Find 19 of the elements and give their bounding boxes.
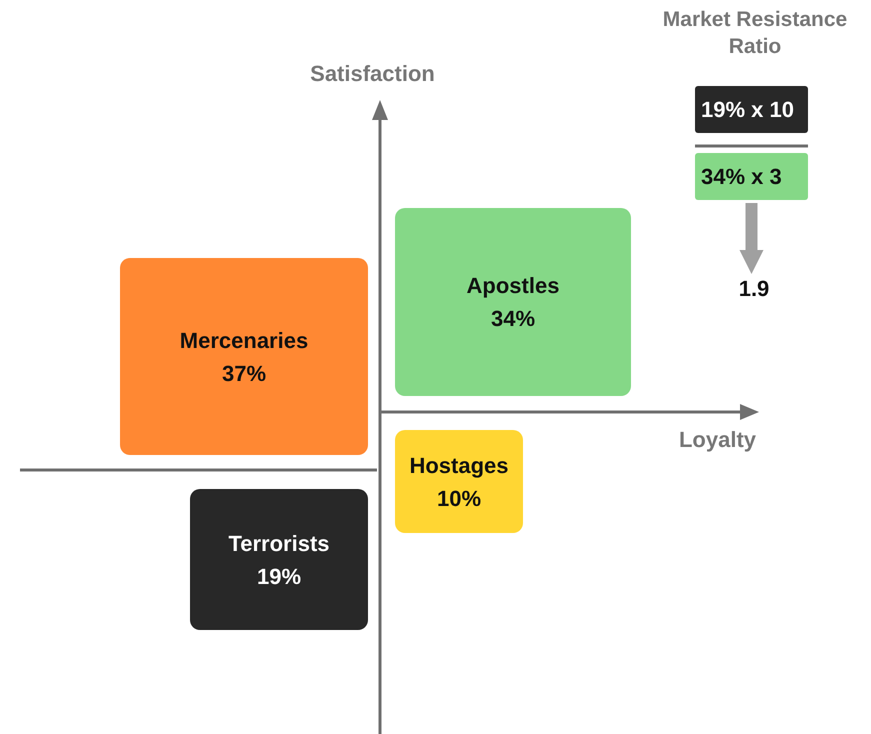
segment-share: 37%: [222, 360, 266, 388]
segment-box: [190, 489, 368, 630]
segment-share: 19%: [256, 562, 302, 590]
ratio-term: 34% x 3: [695, 153, 808, 200]
ratio-result: 1.9: [730, 274, 778, 304]
segment-box: [395, 430, 523, 533]
segment-box: [120, 258, 368, 455]
ratio-term: 19% x 10: [695, 86, 808, 133]
arrow: [740, 203, 764, 274]
segment-share: 34%: [490, 305, 536, 333]
segment-name: Terrorists: [228, 530, 330, 558]
ratio-title: Market Resistance Ratio: [662, 7, 848, 60]
segment-share: 10%: [436, 484, 482, 512]
axis-title: Satisfaction: [309, 60, 436, 88]
segment-name: Apostles: [466, 272, 560, 300]
axis-title: Loyalty: [678, 426, 758, 454]
segment-name: Mercenaries: [180, 326, 308, 354]
segment-name: Hostages: [409, 452, 509, 480]
segment-box: [395, 208, 631, 396]
